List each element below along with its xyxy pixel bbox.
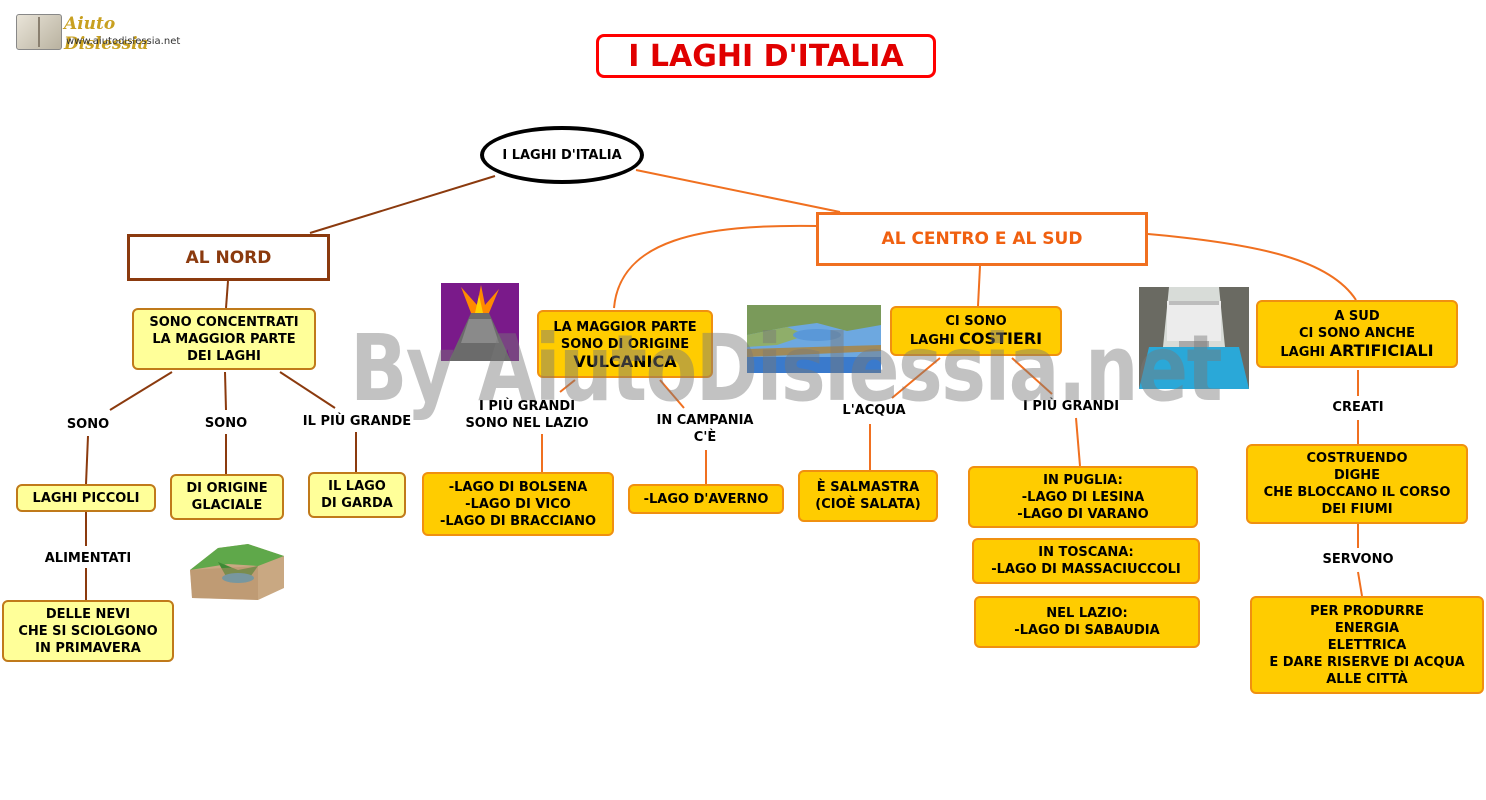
page-title: I LAGHI D'ITALIA <box>596 34 936 78</box>
logo-book-icon <box>16 14 62 50</box>
glacial-node: DI ORIGINE GLACIALE <box>170 474 284 520</box>
link-acqua: L'ACQUA <box>842 403 906 418</box>
lazio-lakes-node: -LAGO DI BOLSENA -LAGO DI VICO -LAGO DI … <box>422 472 614 536</box>
root-node: I LAGHI D'ITALIA <box>480 126 644 184</box>
logo[interactable]: Aiuto Dislessia www.aiutodislessia.net <box>16 12 186 54</box>
coastal-prefix: CI SONO <box>945 314 1007 329</box>
dams-node: COSTRUENDO DIGHE CHE BLOCCANO IL CORSO D… <box>1246 444 1468 524</box>
coastal-laghi: LAGHI <box>909 333 955 348</box>
link-campania: IN CAMPANIA C'È <box>656 413 754 445</box>
toscana-node: IN TOSCANA: -LAGO DI MASSACIUCCOLI <box>972 538 1200 584</box>
puglia-node: IN PUGLIA: -LAGO DI LESINA -LAGO DI VARA… <box>968 466 1198 528</box>
snow-node: DELLE NEVI CHE SI SCIOLGONO IN PRIMAVERA <box>2 600 174 662</box>
watermark: By AiutoDislessia.net <box>350 315 1223 422</box>
link-creati: CREATI <box>1332 400 1384 415</box>
volcano-image <box>441 283 519 361</box>
artificial-laghi: LAGHI <box>1280 344 1326 360</box>
lazio-sabaudia-node: NEL LAZIO: -LAGO DI SABAUDIA <box>974 596 1200 648</box>
link-servono: SERVONO <box>1322 552 1394 567</box>
volcanic-word: VULCANICA <box>573 351 677 371</box>
artificial-node: A SUD CI SONO ANCHE LAGHI ARTIFICIALI <box>1256 300 1458 368</box>
small-lakes-node: LAGHI PICCOLI <box>16 484 156 512</box>
link-piu-grande: IL PIÙ GRANDE <box>302 414 412 429</box>
link-sono-2: SONO <box>204 416 248 431</box>
artificial-prefix: A SUD CI SONO ANCHE <box>1298 308 1416 341</box>
link-piu-grandi: I PIÙ GRANDI <box>1022 399 1120 414</box>
nord-node: AL NORD <box>127 234 330 281</box>
concentrated-node: SONO CONCENTRATI LA MAGGIOR PARTE DEI LA… <box>132 308 316 370</box>
coastal-node: CI SONO LAGHI COSTIERI <box>890 306 1062 356</box>
coastal-word: COSTIERI <box>959 329 1043 348</box>
averno-node: -LAGO D'AVERNO <box>628 484 784 514</box>
logo-title: Aiuto Dislessia <box>64 14 149 54</box>
volcanic-node: LA MAGGIOR PARTE SONO DI ORIGINE VULCANI… <box>537 310 713 378</box>
link-lazio: I PIÙ GRANDI SONO NEL LAZIO <box>465 399 589 431</box>
glacial-valley-image <box>190 544 284 600</box>
link-sono-1: SONO <box>66 417 110 432</box>
salty-node: È SALMASTRA (CIOÈ SALATA) <box>798 470 938 522</box>
energy-node: PER PRODURRE ENERGIA ELETTRICA E DARE RI… <box>1250 596 1484 694</box>
link-alimentati: ALIMENTATI <box>44 551 132 566</box>
coastal-lake-image <box>747 305 881 373</box>
garda-node: IL LAGO DI GARDA <box>308 472 406 518</box>
volcanic-prefix: LA MAGGIOR PARTE SONO DI ORIGINE <box>553 319 697 352</box>
logo-url: www.aiutodislessia.net <box>66 36 181 47</box>
centro-sud-node: AL CENTRO E AL SUD <box>816 212 1148 266</box>
dam-image <box>1139 287 1249 389</box>
artificial-word: ARTIFICIALI <box>1329 340 1434 360</box>
